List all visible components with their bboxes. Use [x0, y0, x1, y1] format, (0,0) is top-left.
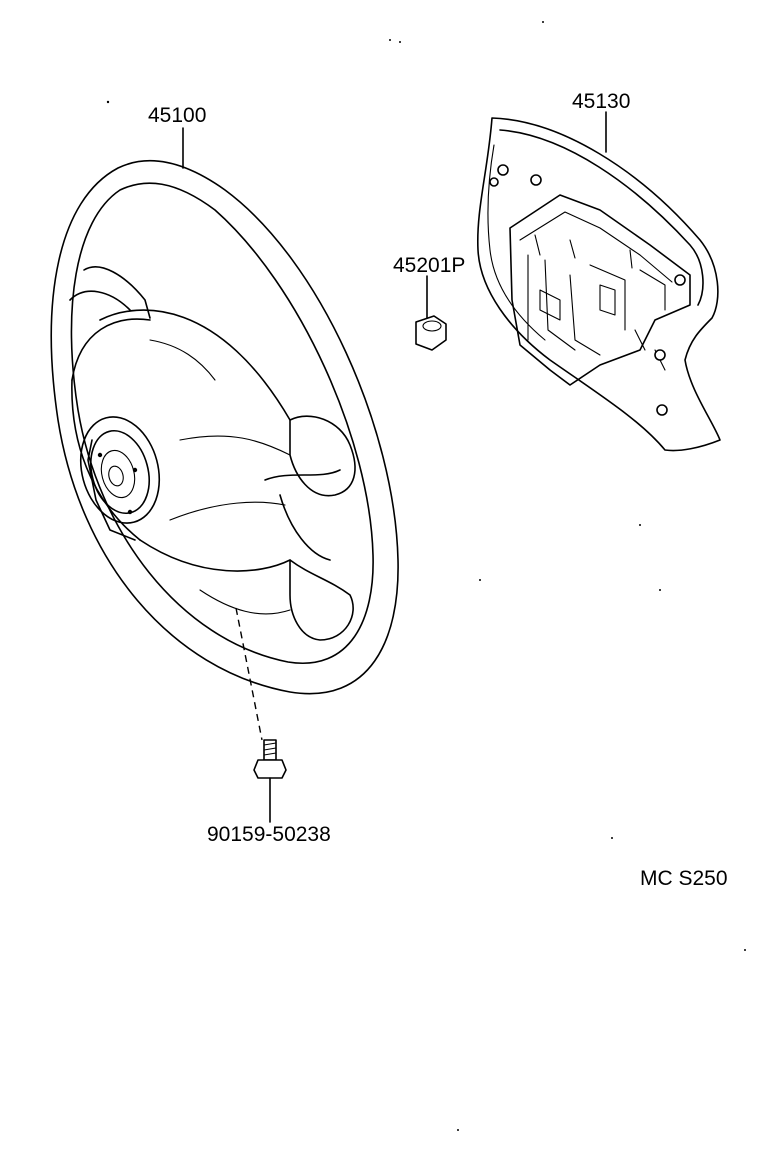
label-45201p: 45201P [393, 254, 465, 277]
scan-specks [106, 21, 746, 1131]
bolt-drawing [253, 739, 287, 823]
stud-bolts [489, 164, 686, 416]
label-45130: 45130 [572, 90, 630, 113]
nut-drawing [415, 275, 447, 351]
steering-wheel-drawing [50, 159, 399, 741]
airbag-cover-drawing [476, 117, 721, 452]
label-90159-50238: 90159-50238 [207, 823, 331, 846]
label-45100: 45100 [148, 104, 206, 127]
diagram-code: MC S250 [640, 867, 728, 890]
